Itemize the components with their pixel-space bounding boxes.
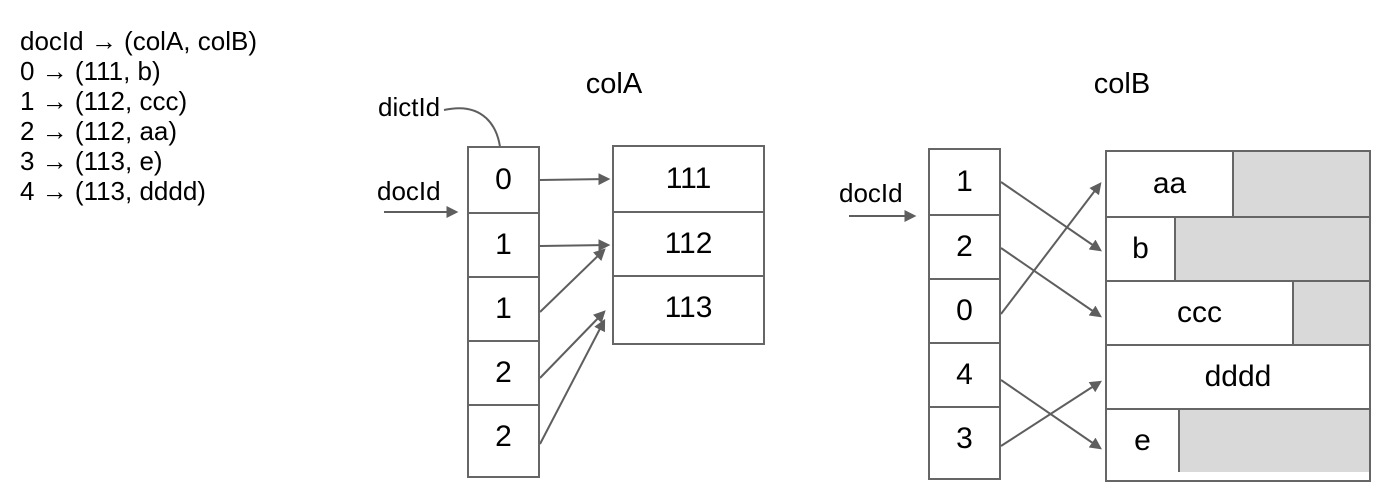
legend-row: 4 → (113, dddd) bbox=[20, 176, 206, 206]
colB-dict-entry-e: e bbox=[1107, 410, 1180, 472]
colB-docid-label: docId bbox=[839, 178, 903, 208]
arrow-colA-doc4-to-113 bbox=[539, 318, 606, 445]
colB-dict-entry-aa: aa bbox=[1107, 152, 1234, 216]
colA-doc-cell-4: 2 bbox=[469, 404, 538, 468]
colA-dictionary: 111 112 113 bbox=[612, 145, 765, 345]
colB-dict-padding-2 bbox=[1294, 282, 1369, 344]
arrow-colB-doc1-to-ccc bbox=[1000, 247, 1102, 318]
colB-dict-entry-b: b bbox=[1107, 218, 1176, 280]
arrow-colB-doc2-to-aa bbox=[1000, 182, 1102, 315]
colB-docid-vector: 1 2 0 4 3 bbox=[928, 148, 1001, 480]
colA-dict-entry-1: 112 bbox=[614, 211, 763, 275]
colB-dict-padding-4 bbox=[1180, 410, 1369, 472]
arrow-colA-doc3-to-113 bbox=[539, 310, 606, 379]
legend-row: 3 → (113, e) bbox=[20, 146, 163, 176]
arrow-colB-doc3-to-e bbox=[1000, 379, 1102, 450]
colA-docid-vector: 0 1 1 2 2 bbox=[467, 146, 540, 478]
colB-dictionary: aa b ccc dddd e bbox=[1105, 150, 1371, 482]
colA-dict-entry-2: 113 bbox=[614, 275, 763, 339]
colA-doc-cell-1: 1 bbox=[469, 212, 538, 276]
colA-docid-label: docId bbox=[377, 176, 441, 206]
colB-doc-cell-0: 1 bbox=[956, 165, 973, 198]
colB-dict-row-3: dddd bbox=[1107, 344, 1369, 408]
colB-dict-padding-1 bbox=[1176, 218, 1369, 280]
colB-title: colB bbox=[1093, 68, 1151, 100]
legend-header: docId → (colA, colB) bbox=[20, 26, 257, 56]
colB-doc-cell-2: 0 bbox=[930, 278, 999, 342]
colA-doc-cell-0: 0 bbox=[495, 163, 512, 196]
colB-dict-padding-0 bbox=[1234, 152, 1369, 216]
arrow-colA-doc2-to-112 bbox=[539, 248, 606, 313]
legend-row: 0 → (111, b) bbox=[20, 56, 161, 86]
colB-dict-row-2: ccc bbox=[1107, 280, 1369, 344]
colA-dict-entry-0: 111 bbox=[665, 162, 712, 195]
legend-row: 1 → (112, ccc) bbox=[20, 86, 188, 116]
colA-title: colA bbox=[585, 68, 643, 100]
colA-doc-cell-3: 2 bbox=[469, 340, 538, 404]
colB-dict-entry-dddd: dddd bbox=[1107, 346, 1369, 408]
colB-doc-cell-1: 2 bbox=[930, 214, 999, 278]
colA-doc-cell-2: 1 bbox=[469, 276, 538, 340]
colB-doc-cell-4: 3 bbox=[930, 406, 999, 470]
arrow-colB-doc0-to-b bbox=[1000, 181, 1102, 252]
colB-dict-row-0: aa bbox=[1107, 152, 1369, 216]
arrow-colA-doc1-to-112 bbox=[539, 239, 611, 252]
colB-dict-entry-ccc: ccc bbox=[1107, 282, 1294, 344]
colA-dictid-label: dictId bbox=[378, 92, 441, 122]
mapping-legend: docId → (colA, colB) 0 → (111, b) 1 → (1… bbox=[20, 26, 257, 206]
colB-dict-row-1: b bbox=[1107, 216, 1369, 280]
arrow-colA-doc0-to-111 bbox=[539, 173, 611, 186]
arrow-colB-doc4-to-dddd bbox=[1000, 380, 1103, 447]
colB-dict-row-4: e bbox=[1107, 408, 1369, 472]
colB-doc-cell-3: 4 bbox=[930, 342, 999, 406]
legend-row: 2 → (112, aa) bbox=[20, 116, 178, 146]
